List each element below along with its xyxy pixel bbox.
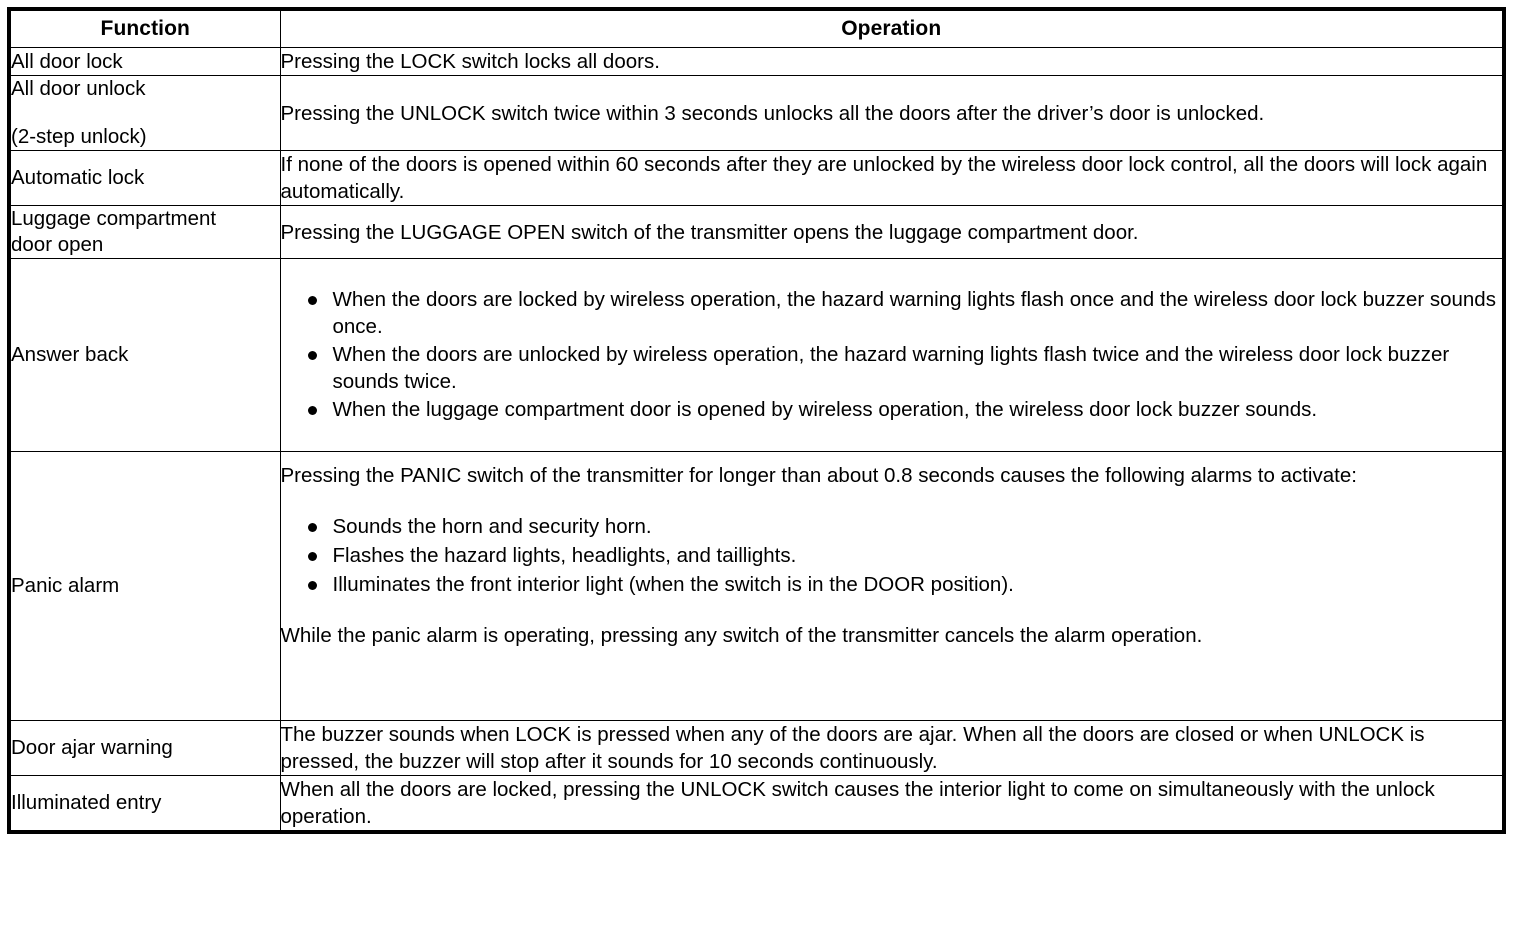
operation-automatic-lock: If none of the doors is opened within 60… <box>279 150 1505 206</box>
wireless-door-lock-function-table: Function Operation All door lock Pressin… <box>7 7 1506 834</box>
operation-answer-back: When the doors are locked by wireless op… <box>279 258 1505 452</box>
table-row: Panic alarm Pressing the PANIC switch of… <box>8 451 1505 721</box>
operation-text: Pressing the UNLOCK switch twice within … <box>280 101 1265 125</box>
function-label-luggage-compartment-door-open: Luggage compartment door open <box>8 205 281 259</box>
operation-text: Pressing the LUGGAGE OPEN switch of the … <box>280 220 1139 244</box>
operation-panic-alarm: Pressing the PANIC switch of the transmi… <box>279 451 1505 721</box>
function-label-line1: Luggage compartment <box>11 207 217 230</box>
function-label-all-door-lock: All door lock <box>8 47 281 76</box>
table-row: All door unlock (2-step unlock) Pressing… <box>8 75 1505 151</box>
function-label-answer-back: Answer back <box>8 258 281 452</box>
function-label-panic-alarm: Panic alarm <box>8 451 281 721</box>
table-row: Luggage compartment door open Pressing t… <box>8 205 1505 259</box>
table-row: All door lock Pressing the LOCK switch l… <box>8 47 1505 76</box>
list-item: When the doors are locked by wireless op… <box>281 286 1503 340</box>
operation-all-door-lock: Pressing the LOCK switch locks all doors… <box>279 47 1505 76</box>
list-item: When the doors are unlocked by wireless … <box>281 341 1503 395</box>
operation-luggage-compartment-door-open: Pressing the LUGGAGE OPEN switch of the … <box>279 205 1505 259</box>
answer-back-bullet-list: When the doors are locked by wireless op… <box>281 286 1503 423</box>
table-body: All door lock Pressing the LOCK switch l… <box>8 47 1505 833</box>
table-header-row: Function Operation <box>8 8 1505 48</box>
operation-text: If none of the doors is opened within 60… <box>280 153 1488 203</box>
list-item: Flashes the hazard lights, headlights, a… <box>281 542 1503 569</box>
function-label-door-ajar-warning: Door ajar warning <box>8 720 281 776</box>
operation-text: When all the doors are locked, pressing … <box>280 778 1435 828</box>
function-label-line2: (2-step unlock) <box>11 125 147 148</box>
function-label-line2: door open <box>11 233 104 256</box>
operation-door-ajar-warning: The buzzer sounds when LOCK is pressed w… <box>279 720 1505 776</box>
table-header: Function Operation <box>8 8 1505 48</box>
table-row: Door ajar warning The buzzer sounds when… <box>8 720 1505 776</box>
panic-alarm-bullet-list: Sounds the horn and security horn. Flash… <box>281 513 1503 598</box>
function-label-all-door-unlock: All door unlock (2-step unlock) <box>8 75 281 151</box>
operation-text: The buzzer sounds when LOCK is pressed w… <box>280 723 1425 773</box>
table-row: Automatic lock If none of the doors is o… <box>8 150 1505 206</box>
function-label-illuminated-entry: Illuminated entry <box>8 775 281 833</box>
list-item: Sounds the horn and security horn. <box>281 513 1503 540</box>
operation-all-door-unlock: Pressing the UNLOCK switch twice within … <box>279 75 1505 151</box>
function-label-automatic-lock: Automatic lock <box>8 150 281 206</box>
panic-closing-text: While the panic alarm is operating, pres… <box>280 624 1203 647</box>
panic-intro-text: Pressing the PANIC switch of the transmi… <box>280 464 1357 487</box>
column-header-operation: Operation <box>279 8 1505 48</box>
function-label-line1: All door unlock <box>11 77 146 100</box>
table-row: Illuminated entry When all the doors are… <box>8 775 1505 833</box>
list-item: Illuminates the front interior light (wh… <box>281 571 1503 598</box>
operation-illuminated-entry: When all the doors are locked, pressing … <box>279 775 1505 833</box>
list-item: When the luggage compartment door is ope… <box>281 396 1503 423</box>
table-row: Answer back When the doors are locked by… <box>8 258 1505 452</box>
operation-text: Pressing the LOCK switch locks all doors… <box>280 50 660 73</box>
spacer <box>281 491 1503 513</box>
column-header-function: Function <box>8 8 281 48</box>
